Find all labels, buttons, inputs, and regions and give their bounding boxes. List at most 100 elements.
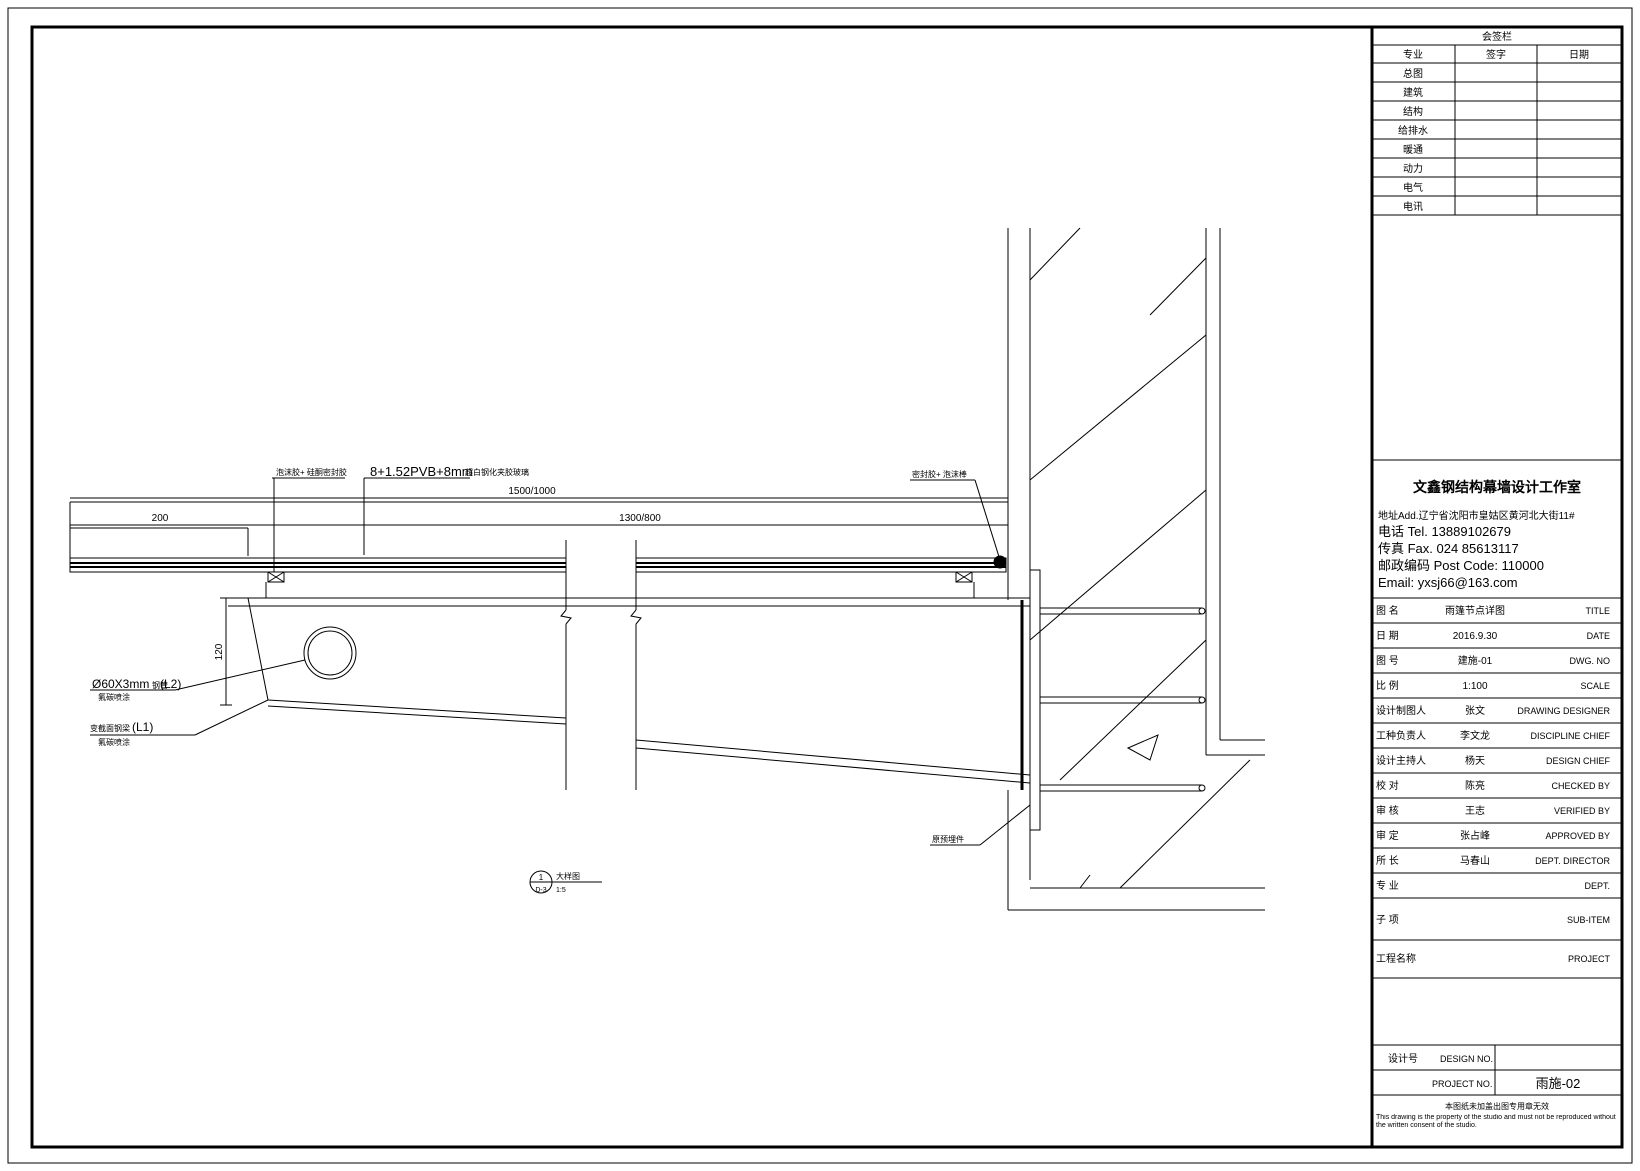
info-en: DRAWING DESIGNER [1517, 706, 1610, 716]
info-label: 专 业 [1376, 879, 1399, 892]
info-value: 张文 [1465, 704, 1485, 717]
detail-number: 1 [539, 873, 544, 882]
dim-overall: 1500/1000 [508, 486, 556, 497]
info-label: 工种负责人 [1376, 729, 1426, 742]
info-value: 马春山 [1460, 855, 1490, 867]
info-label: 设计主持人 [1376, 754, 1426, 767]
info-en: DATE [1587, 631, 1610, 641]
beam-note-label: 氟碳喷涂 [98, 737, 130, 747]
detail-scale: 1:5 [556, 887, 566, 894]
info-en: SCALE [1580, 681, 1610, 691]
info-en: TITLE [1585, 606, 1610, 616]
studio-tel: 电话 Tel. 13889102679 [1378, 524, 1511, 539]
drawing-labels: 1500/1000 1300/800 200 120 8+1.52PVB+8mm… [90, 464, 967, 894]
info-label: 工程名称 [1376, 952, 1416, 965]
countersign-header-discipline: 专业 [1403, 48, 1423, 61]
info-label: 子 项 [1376, 914, 1399, 926]
inner-frame [30, 25, 1624, 1149]
sheet-number: 雨施-02 [1536, 1076, 1581, 1091]
embedded-plate [1020, 569, 1206, 831]
info-value: 雨篷节点详图 [1445, 604, 1505, 617]
detail-drawing [69, 227, 1265, 911]
dim-left: 200 [152, 513, 169, 524]
studio-address: 地址Add.辽宁省沈阳市皇姑区黄河北大街11# [1378, 509, 1575, 522]
project-no-en: PROJECT NO. [1432, 1079, 1492, 1089]
steel-tube [303, 626, 357, 680]
info-value: 陈亮 [1465, 779, 1485, 792]
beam-cn-label: 变截面钢梁 [90, 723, 130, 733]
glass-spec-label: 8+1.52PVB+8mm [370, 464, 473, 479]
info-label: 图 名 [1376, 604, 1399, 617]
info-en: CHECKED BY [1551, 781, 1610, 791]
design-no-label: 设计号 [1388, 1052, 1418, 1065]
dimension-lines [70, 497, 1008, 706]
studio-post: 邮政编码 Post Code: 110000 [1378, 558, 1544, 573]
title-block-text: 会签栏 专业 签字 日期 总图 建筑 结构 给排水 暖通 动力 电气 电讯 文鑫… [1376, 30, 1616, 1129]
info-label: 比 例 [1376, 679, 1399, 692]
info-value: 王志 [1465, 804, 1485, 817]
info-value: 2016.9.30 [1453, 631, 1498, 642]
countersign-row: 暖通 [1403, 143, 1423, 156]
leader-lines [90, 477, 1031, 846]
tube-spec-label: Ø60X3mm [92, 677, 149, 691]
embed-label: 原预埋件 [932, 834, 964, 844]
concrete-wall [1007, 227, 1265, 911]
info-en: VERIFIED BY [1554, 806, 1610, 816]
info-label: 审 定 [1376, 829, 1399, 842]
studio-email: Email: yxsj66@163.com [1378, 575, 1518, 590]
beam-tag-label: (L1) [132, 720, 153, 734]
title-block [1370, 27, 1622, 1147]
info-label: 审 核 [1376, 804, 1399, 817]
detail-title: 大样图 [556, 871, 580, 881]
outer-frame [7, 7, 1633, 1164]
copyright-box: This drawing is the property of the stud… [1376, 1114, 1616, 1129]
tube-note-label: 氟碳喷涂 [98, 692, 130, 702]
info-en: PROJECT [1568, 954, 1611, 964]
info-en: DISCIPLINE CHIEF [1530, 731, 1610, 741]
countersign-title: 会签栏 [1482, 30, 1512, 43]
pad-top-label: 泡沫胶+ 硅酮密封胶 [276, 467, 347, 477]
info-label: 日 期 [1376, 630, 1399, 642]
countersign-row: 给排水 [1398, 124, 1428, 137]
countersign-row: 结构 [1403, 105, 1423, 118]
studio-fax: 传真 Fax. 024 85613117 [1378, 541, 1519, 556]
countersign-row: 动力 [1403, 162, 1423, 175]
seal-note: 本图纸未加盖出图专用章无效 [1445, 1101, 1549, 1111]
info-label: 图 号 [1376, 655, 1399, 667]
info-label: 校 对 [1376, 779, 1399, 792]
tube-tag-label: (L2) [160, 677, 181, 691]
countersign-row: 总图 [1403, 67, 1423, 80]
glass-panel [69, 501, 1008, 573]
info-en: APPROVED BY [1545, 831, 1610, 841]
studio-name: 文鑫钢结构幕墙设计工作室 [1413, 479, 1581, 495]
countersign-row: 电讯 [1403, 200, 1423, 213]
seal-right-label: 密封胶+ 泡沫棒 [912, 469, 967, 479]
countersign-row: 建筑 [1403, 86, 1423, 99]
info-value: 杨天 [1465, 754, 1485, 767]
info-value: 张占峰 [1460, 829, 1490, 842]
copyright-note: This drawing is the property of the stud… [1376, 1114, 1616, 1129]
design-no-en: DESIGN NO. [1440, 1054, 1493, 1064]
info-en: DEPT. DIRECTOR [1535, 856, 1610, 866]
steel-beam [228, 540, 1031, 790]
countersign-row: 电气 [1403, 181, 1423, 194]
info-value: 建施-01 [1458, 654, 1493, 667]
info-label: 所 长 [1376, 855, 1399, 867]
dim-span: 1300/800 [619, 513, 661, 524]
info-en: DEPT. [1584, 881, 1610, 891]
countersign-header-signature: 签字 [1486, 48, 1506, 61]
info-label: 设计制图人 [1376, 704, 1426, 717]
detail-tag [529, 870, 602, 894]
info-rows: 图 名 雨篷节点详图 TITLE 日 期 2016.9.30 DATE 图 号 … [1376, 604, 1611, 965]
info-value: 1:100 [1462, 681, 1487, 692]
detail-sheet: D-3 [535, 887, 546, 894]
info-en: DESIGN CHIEF [1546, 756, 1611, 766]
glass-supports [265, 555, 1007, 599]
dim-height: 120 [214, 643, 225, 660]
info-en: DWG. NO [1570, 656, 1611, 666]
info-en: SUB-ITEM [1567, 915, 1610, 925]
tube-cn-label: 钢管 [152, 680, 168, 690]
countersign-header-date: 日期 [1569, 49, 1589, 61]
info-value: 李文龙 [1460, 729, 1490, 742]
